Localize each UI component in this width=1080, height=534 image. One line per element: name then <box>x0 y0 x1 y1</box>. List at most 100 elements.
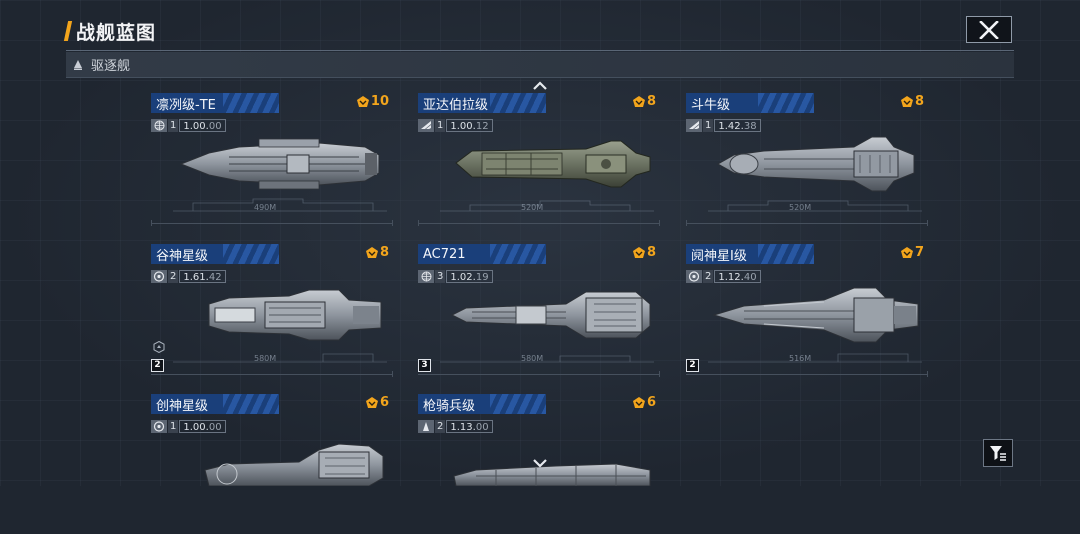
ship-image <box>450 291 651 339</box>
ship-image <box>455 140 651 188</box>
ship-cost: 8 <box>632 94 656 109</box>
name-plate-stripes <box>490 93 546 113</box>
ship-card[interactable]: 阋神星I级 7 2 1.12.40 516M 2 <box>686 244 928 384</box>
baseline-tick <box>392 220 393 226</box>
scroll-up-chevron-icon[interactable] <box>531 79 549 91</box>
baseline-tick <box>392 371 393 377</box>
ship-image <box>179 138 380 190</box>
filter-icon <box>990 446 1006 461</box>
baseline-tick <box>659 220 660 226</box>
tier-value: 2 <box>703 269 714 283</box>
close-icon <box>979 20 999 39</box>
card-header: AC721 8 <box>418 244 660 264</box>
baseline-tick <box>418 220 419 226</box>
ship-length: 490M <box>254 203 277 212</box>
close-button[interactable] <box>966 16 1012 43</box>
baseline-tick <box>659 371 660 377</box>
ship-card[interactable]: 枪骑兵级 6 2 1.13.00 <box>418 394 660 534</box>
ship-length: 520M <box>789 203 812 212</box>
ship-name: 斗牛级 <box>691 97 731 113</box>
baseline-tick <box>151 220 152 226</box>
tier-value: 1 <box>435 118 446 132</box>
tier-value: 2 <box>435 419 446 433</box>
version-value: 1.61.42 <box>179 269 226 283</box>
version-value: 1.00.12 <box>446 118 493 132</box>
card-header: 亚达伯拉级 8 <box>418 93 660 113</box>
card-header: 阋神星I级 7 <box>686 244 928 264</box>
version-value: 1.12.40 <box>714 269 761 283</box>
ship-card[interactable]: AC721 8 3 1.02.19 580M 3 <box>418 244 660 384</box>
version-minor: 00 <box>475 421 489 433</box>
version-major: 1.00 <box>183 120 206 132</box>
stat-row: 1 1.00.12 <box>418 118 493 132</box>
tier-badge: 3 <box>418 359 431 372</box>
ship-card[interactable]: 凛冽级-TE 10 1 1.00.00 490M <box>151 93 393 233</box>
version-minor: 00 <box>208 120 222 132</box>
card-header: 谷神星级 8 <box>151 244 393 264</box>
ship-name: 创神星级 <box>156 398 209 414</box>
cost-value: 8 <box>646 245 656 260</box>
ship-card[interactable]: 斗牛级 8 1 1.42.38 520M <box>686 93 928 233</box>
wing-icon <box>418 118 434 132</box>
ship-cost: 8 <box>900 94 924 109</box>
ship-length: 520M <box>521 203 544 212</box>
gear-icon <box>151 419 167 433</box>
version-major: 1.61 <box>183 271 206 283</box>
name-plate-stripes <box>758 93 814 113</box>
stat-row: 1 1.42.38 <box>686 118 761 132</box>
scroll-down-chevron-icon[interactable] <box>531 458 549 470</box>
card-baseline <box>418 223 660 224</box>
version-value: 1.13.00 <box>446 419 493 433</box>
ship-cost: 6 <box>632 395 656 410</box>
ship-name-plate: 斗牛级 <box>686 93 814 113</box>
ship-cost: 6 <box>365 395 389 410</box>
version-value: 1.00.00 <box>179 118 226 132</box>
card-baseline <box>151 374 393 375</box>
cost-value: 8 <box>914 94 924 109</box>
version-value: 1.42.38 <box>714 118 761 132</box>
name-plate-stripes <box>223 244 279 264</box>
stat-row: 2 1.12.40 <box>686 269 761 283</box>
cost-value: 6 <box>646 395 656 410</box>
blueprint-cost-icon <box>365 246 378 258</box>
ship-name-plate: 凛冽级-TE <box>151 93 279 113</box>
card-header: 斗牛级 8 <box>686 93 928 113</box>
version-value: 1.02.19 <box>446 269 493 283</box>
ship-card[interactable]: 亚达伯拉级 8 1 1.00.12 520M <box>418 93 660 233</box>
ship-schematic <box>708 200 922 212</box>
card-baseline <box>418 374 660 375</box>
page-header: 战舰蓝图 <box>63 16 157 46</box>
stat-row: 3 1.02.19 <box>418 269 493 283</box>
ship-card[interactable]: 谷神星级 8 2 1.61.42 580M 2 <box>151 244 393 384</box>
ship-cost: 10 <box>356 94 389 109</box>
version-major: 1.02 <box>450 271 473 283</box>
wing-icon <box>686 118 702 132</box>
ship-name-plate: 创神星级 <box>151 394 279 414</box>
blueprint-cost-icon <box>356 95 369 107</box>
hexagon-icon <box>153 341 165 353</box>
card-baseline <box>686 374 928 375</box>
ship-schematic <box>440 355 654 363</box>
ship-card[interactable]: 创神星级 6 1 1.00.00 <box>151 394 393 534</box>
baseline-tick <box>686 220 687 226</box>
ship-name: 亚达伯拉级 <box>423 97 489 113</box>
tier-value: 2 <box>168 269 179 283</box>
ship-image <box>208 289 382 341</box>
card-header: 枪骑兵级 6 <box>418 394 660 414</box>
version-major: 1.00 <box>450 120 473 132</box>
ship-cost: 7 <box>900 245 924 260</box>
version-major: 1.12 <box>718 271 741 283</box>
tier-value: 3 <box>435 269 446 283</box>
page-title: 战舰蓝图 <box>76 21 157 44</box>
version-major: 1.42 <box>718 120 741 132</box>
tier-value: 1 <box>168 118 179 132</box>
ship-image <box>716 136 915 192</box>
category-bar[interactable]: 驱逐舰 <box>66 52 1014 78</box>
filter-button[interactable] <box>983 439 1013 467</box>
ship-length: 580M <box>254 354 277 363</box>
ship-schematic <box>173 353 387 363</box>
version-major: 1.00 <box>183 421 206 433</box>
ship-image <box>712 287 919 343</box>
ship-name-plate: 谷神星级 <box>151 244 279 264</box>
version-major: 1.13 <box>450 421 473 433</box>
